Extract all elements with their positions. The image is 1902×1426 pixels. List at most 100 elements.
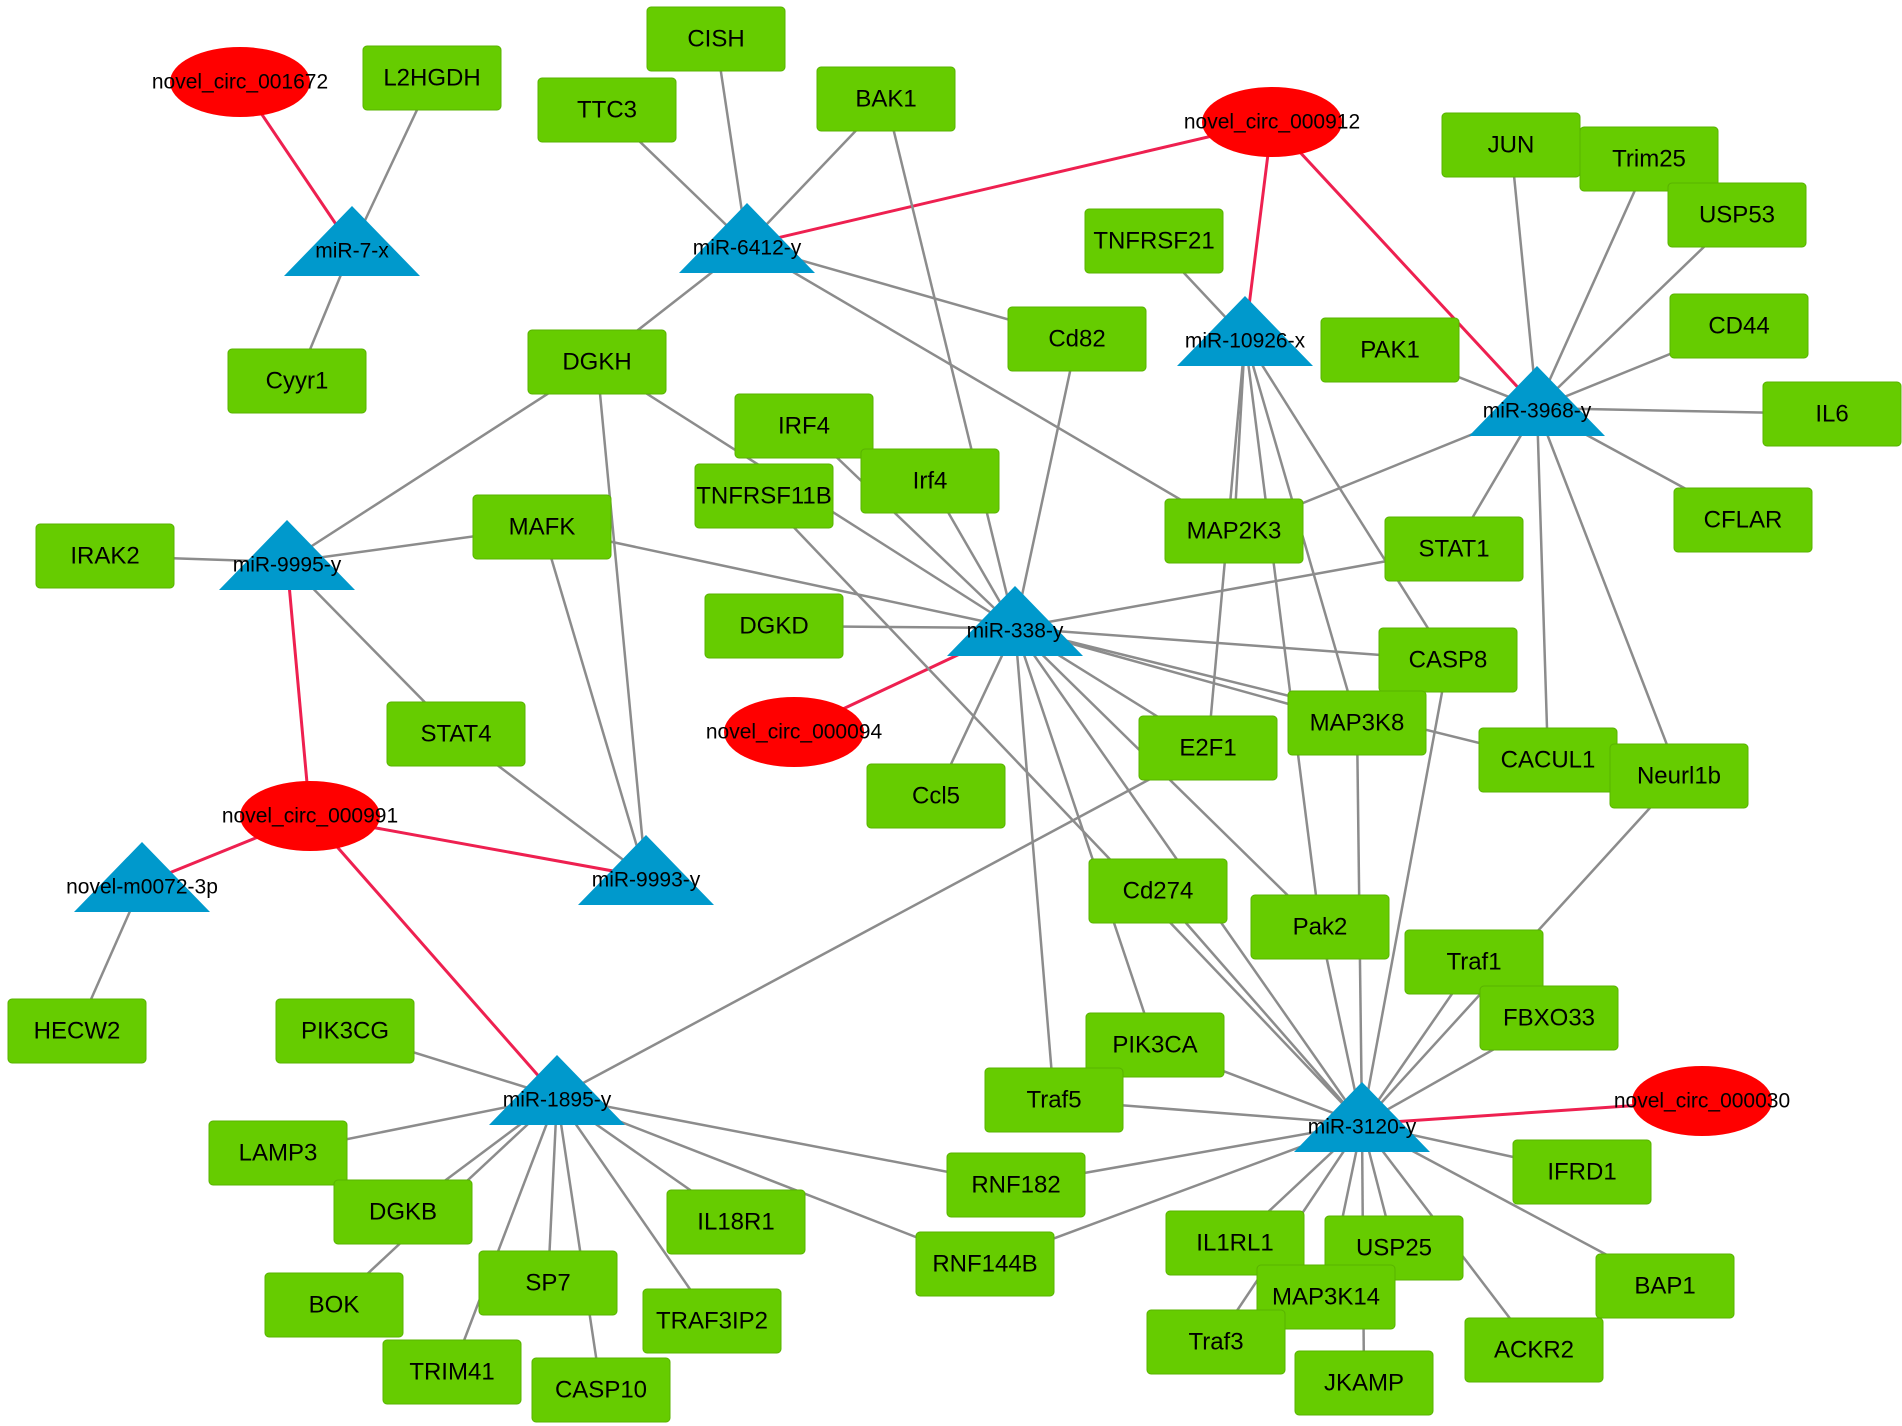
mirna-node-mir-7-x[interactable]: miR-7-x bbox=[284, 206, 420, 276]
gene-label: JKAMP bbox=[1324, 1369, 1404, 1396]
circrna-node-novel-circ-000030[interactable]: novel_circ_000030 bbox=[1614, 1066, 1790, 1136]
mirna-node-mir-1895-y[interactable]: miR-1895-y bbox=[489, 1055, 625, 1125]
gene-node-usp25[interactable]: USP25 bbox=[1324, 1215, 1464, 1281]
gene-label: PAK1 bbox=[1360, 336, 1420, 363]
edge-novel-circ-000912-mir-3968-y bbox=[1270, 120, 1539, 410]
gene-node-stat1[interactable]: STAT1 bbox=[1384, 516, 1524, 582]
gene-node-dgkh[interactable]: DGKH bbox=[527, 329, 667, 395]
gene-box bbox=[7, 998, 147, 1064]
gene-node-casp8[interactable]: CASP8 bbox=[1378, 627, 1518, 693]
gene-node-il18r1[interactable]: IL18R1 bbox=[666, 1189, 806, 1255]
gene-node-rnf144b[interactable]: RNF144B bbox=[915, 1231, 1055, 1297]
edge-novel-circ-000912-mir-6412-y bbox=[746, 120, 1273, 247]
circrna-node-novel-circ-001672[interactable]: novel_circ_001672 bbox=[152, 47, 328, 117]
mirna-node-mir-338-y[interactable]: miR-338-y bbox=[947, 586, 1083, 656]
gene-node-fbxo33[interactable]: FBXO33 bbox=[1479, 985, 1619, 1051]
edge-novel-circ-000991-mir-9995-y bbox=[285, 561, 312, 817]
mirna-label: miR-9993-y bbox=[592, 869, 701, 892]
gene-node-jun[interactable]: JUN bbox=[1441, 112, 1581, 178]
gene-node-e2f1[interactable]: E2F1 bbox=[1138, 715, 1278, 781]
gene-node-traf3[interactable]: Traf3 bbox=[1146, 1309, 1286, 1375]
gene-node-irf4[interactable]: Irf4 bbox=[860, 448, 1000, 514]
gene-node-pik3ca[interactable]: PIK3CA bbox=[1085, 1012, 1225, 1078]
gene-node-ifrd1[interactable]: IFRD1 bbox=[1512, 1139, 1652, 1205]
edge-mir-3968-y-trim25 bbox=[1535, 158, 1651, 409]
mirna-node-mir-9993-y[interactable]: miR-9993-y bbox=[578, 835, 714, 905]
gene-node-cflar[interactable]: CFLAR bbox=[1673, 487, 1813, 553]
gene-node-map3k8[interactable]: MAP3K8 bbox=[1287, 690, 1427, 756]
gene-node-cd44[interactable]: CD44 bbox=[1669, 293, 1809, 359]
gene-label: Neurl1b bbox=[1637, 762, 1721, 789]
gene-node-traf1[interactable]: Traf1 bbox=[1404, 929, 1544, 995]
gene-box bbox=[35, 523, 175, 589]
gene-box bbox=[1464, 1317, 1604, 1383]
mirna-node-mir-3968-y[interactable]: miR-3968-y bbox=[1469, 366, 1605, 436]
edge-mir-1895-y-traf3ip2 bbox=[555, 1096, 714, 1322]
gene-node-il6[interactable]: IL6 bbox=[1762, 381, 1902, 447]
gene-node-rnf182[interactable]: RNF182 bbox=[946, 1152, 1086, 1218]
gene-node-cyyr1[interactable]: Cyyr1 bbox=[227, 348, 367, 414]
mirna-triangle bbox=[1177, 296, 1313, 366]
gene-node-bok[interactable]: BOK bbox=[264, 1272, 404, 1338]
gene-node-tnfrsf11b[interactable]: TNFRSF11B bbox=[694, 463, 834, 529]
gene-box bbox=[1085, 1012, 1225, 1078]
gene-node-usp53[interactable]: USP53 bbox=[1667, 182, 1807, 248]
gene-node-irf4[interactable]: IRF4 bbox=[734, 393, 874, 459]
gene-node-pak2[interactable]: Pak2 bbox=[1250, 894, 1390, 960]
gene-node-sp7[interactable]: SP7 bbox=[478, 1250, 618, 1316]
gene-node-mafk[interactable]: MAFK bbox=[472, 494, 612, 560]
gene-node-casp10[interactable]: CASP10 bbox=[531, 1357, 671, 1423]
circrna-node-novel-circ-000094[interactable]: novel_circ_000094 bbox=[706, 697, 883, 767]
gene-label: IRAK2 bbox=[70, 542, 139, 569]
gene-node-map3k14[interactable]: MAP3K14 bbox=[1256, 1264, 1396, 1330]
gene-node-cd82[interactable]: Cd82 bbox=[1007, 306, 1147, 372]
gene-node-l2hgdh[interactable]: L2HGDH bbox=[362, 45, 502, 111]
gene-box bbox=[1138, 715, 1278, 781]
mirna-node-mir-6412-y[interactable]: miR-6412-y bbox=[679, 203, 815, 273]
gene-box bbox=[208, 1120, 348, 1186]
gene-node-ttc3[interactable]: TTC3 bbox=[537, 77, 677, 143]
gene-label: PIK3CG bbox=[301, 1017, 389, 1044]
circrna-node-novel-circ-000912[interactable]: novel_circ_000912 bbox=[1184, 87, 1360, 157]
gene-node-neurl1b[interactable]: Neurl1b bbox=[1609, 743, 1749, 809]
gene-box bbox=[264, 1272, 404, 1338]
mirna-node-mir-10926-x[interactable]: miR-10926-x bbox=[1177, 296, 1313, 366]
gene-node-dgkb[interactable]: DGKB bbox=[333, 1179, 473, 1245]
gene-node-cd274[interactable]: Cd274 bbox=[1088, 858, 1228, 924]
gene-node-traf3ip2[interactable]: TRAF3IP2 bbox=[642, 1288, 782, 1354]
gene-box bbox=[1294, 1350, 1434, 1416]
mirna-label: miR-1895-y bbox=[503, 1089, 612, 1112]
edge-mir-338-y-pik3ca bbox=[1013, 627, 1157, 1046]
gene-node-map2k3[interactable]: MAP2K3 bbox=[1164, 498, 1304, 564]
gene-node-ccl5[interactable]: Ccl5 bbox=[866, 763, 1006, 829]
gene-node-pak1[interactable]: PAK1 bbox=[1320, 317, 1460, 383]
gene-node-hecw2[interactable]: HECW2 bbox=[7, 998, 147, 1064]
gene-node-cacul1[interactable]: CACUL1 bbox=[1478, 727, 1618, 793]
mirna-node-novel-m0072-3p[interactable]: novel-m0072-3p bbox=[66, 842, 218, 912]
gene-node-trim25[interactable]: Trim25 bbox=[1579, 126, 1719, 192]
gene-node-bak1[interactable]: BAK1 bbox=[816, 66, 956, 132]
circrna-node-novel-circ-000991[interactable]: novel_circ_000991 bbox=[222, 781, 398, 851]
gene-label: Pak2 bbox=[1293, 913, 1348, 940]
gene-node-jkamp[interactable]: JKAMP bbox=[1294, 1350, 1434, 1416]
gene-box bbox=[1165, 1210, 1305, 1276]
gene-node-lamp3[interactable]: LAMP3 bbox=[208, 1120, 348, 1186]
gene-node-trim41[interactable]: TRIM41 bbox=[382, 1339, 522, 1405]
circrna-ellipse bbox=[1632, 1066, 1772, 1136]
gene-label: SP7 bbox=[525, 1269, 570, 1296]
gene-node-traf5[interactable]: Traf5 bbox=[984, 1067, 1124, 1133]
gene-node-bap1[interactable]: BAP1 bbox=[1595, 1253, 1735, 1319]
gene-label: Ccl5 bbox=[912, 782, 960, 809]
mirna-node-mir-3120-y[interactable]: miR-3120-y bbox=[1294, 1082, 1430, 1152]
edge-novel-circ-000991-mir-1895-y bbox=[308, 815, 559, 1098]
gene-node-pik3cg[interactable]: PIK3CG bbox=[275, 998, 415, 1064]
gene-node-stat4[interactable]: STAT4 bbox=[386, 701, 526, 767]
gene-node-ackr2[interactable]: ACKR2 bbox=[1464, 1317, 1604, 1383]
gene-node-dgkd[interactable]: DGKD bbox=[704, 593, 844, 659]
gene-node-cish[interactable]: CISH bbox=[646, 6, 786, 72]
gene-node-il1rl1[interactable]: IL1RL1 bbox=[1165, 1210, 1305, 1276]
circrna-label: novel_circ_000094 bbox=[706, 721, 883, 744]
mirna-node-mir-9995-y[interactable]: miR-9995-y bbox=[219, 520, 355, 590]
gene-node-tnfrsf21[interactable]: TNFRSF21 bbox=[1084, 208, 1224, 274]
gene-node-irak2[interactable]: IRAK2 bbox=[35, 523, 175, 589]
